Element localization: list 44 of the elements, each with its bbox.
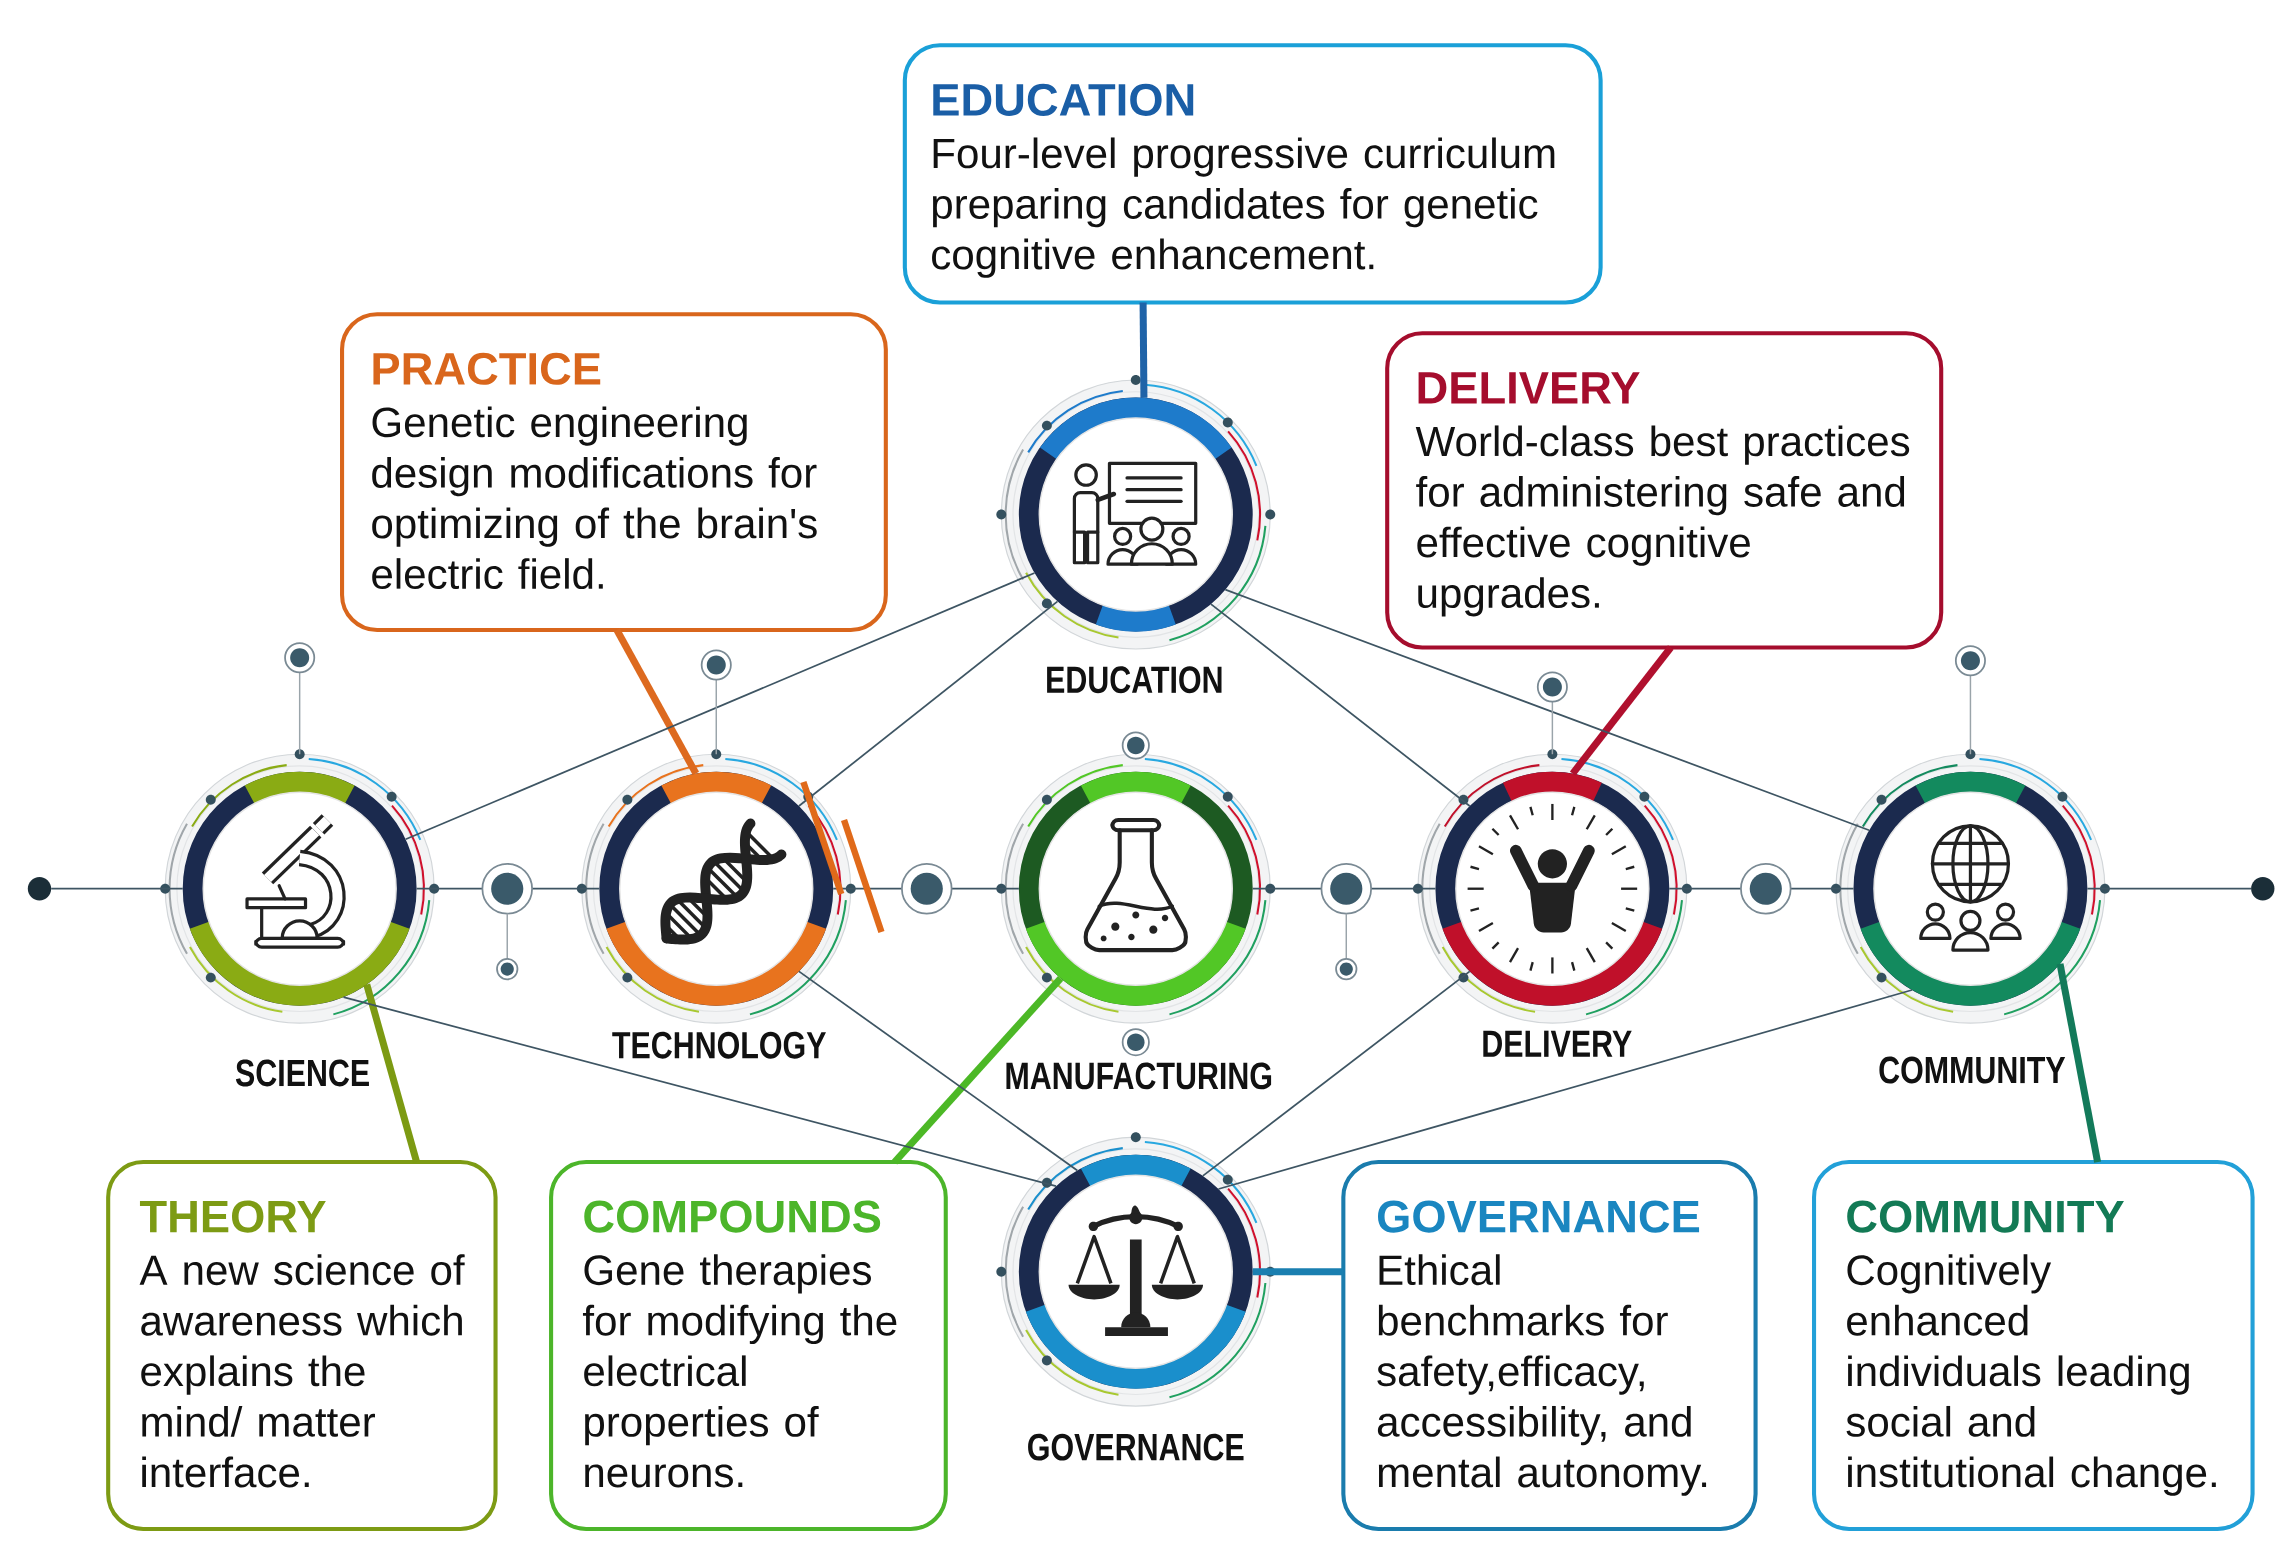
connector-line [798, 970, 1079, 1172]
box-text: World-class best practices for administering safe and effective cognitive upgrades. [1415, 425, 1910, 617]
box-heading: DELIVERY [1418, 372, 1640, 404]
box-text: Four-level progressive curriculum preparing candidates for genetic cognitive enhancement. [932, 137, 1555, 278]
connector-line [1224, 588, 1871, 831]
callout-box [1341, 1159, 1758, 1531]
callout-box [902, 43, 1603, 305]
ring-label: GOVERNANCE [1028, 1433, 1244, 1461]
box-heading: EDUCATION [933, 83, 1194, 116]
leader-line [1252, 1268, 1344, 1276]
ring-label: EDUCATION [1047, 666, 1222, 694]
callout-box [1385, 331, 1944, 650]
callout-box [340, 312, 888, 632]
connector-line [2086, 887, 2252, 890]
ring-label: TECHNOLOGY [612, 1031, 826, 1059]
connector-line [404, 571, 1036, 841]
box-text: A new science of awareness which explains the mind/ matter interface. [139, 1254, 465, 1488]
box-text: Gene therapies for modifying the electrical properties of neurons. [582, 1254, 897, 1488]
connector-line [1210, 603, 1471, 807]
ring-label: MANUFACTURING [1006, 1062, 1272, 1090]
ring-label: SCIENCE [235, 1059, 369, 1087]
end-dot [27, 876, 52, 901]
connector-line [1201, 970, 1471, 1177]
callout-box [1812, 1159, 2255, 1531]
connector-line [342, 996, 1057, 1187]
box-heading: COMPOUNDS [584, 1200, 881, 1233]
box-heading: THEORY [139, 1200, 326, 1233]
box-text: Ethical benchmarks for safety,efficacy, accessibility, and mental autonomy. [1377, 1254, 1707, 1496]
connector-line [1217, 989, 1913, 1190]
callout-box [549, 1159, 948, 1531]
connector-line [50, 887, 184, 890]
callout-box [106, 1159, 498, 1531]
ring-label: COMMUNITY [1879, 1056, 2066, 1084]
box-heading: GOVERNANCE [1378, 1200, 1700, 1233]
box-heading: PRACTICE [373, 352, 601, 385]
box-text: Genetic engineering design modifications for optimizing of the brain's electric field. [372, 406, 817, 589]
box-text: Cognitively enhanced individuals leading social and institutional change. [1846, 1254, 2216, 1496]
box-heading: COMMUNITY [1847, 1200, 2124, 1233]
end-dot [2251, 876, 2275, 901]
connector-line [798, 600, 1059, 807]
ring-label: DELIVERY [1483, 1030, 1632, 1057]
leader-line [363, 983, 420, 1163]
leader-line [892, 975, 1064, 1165]
leader-line [1569, 645, 1674, 776]
